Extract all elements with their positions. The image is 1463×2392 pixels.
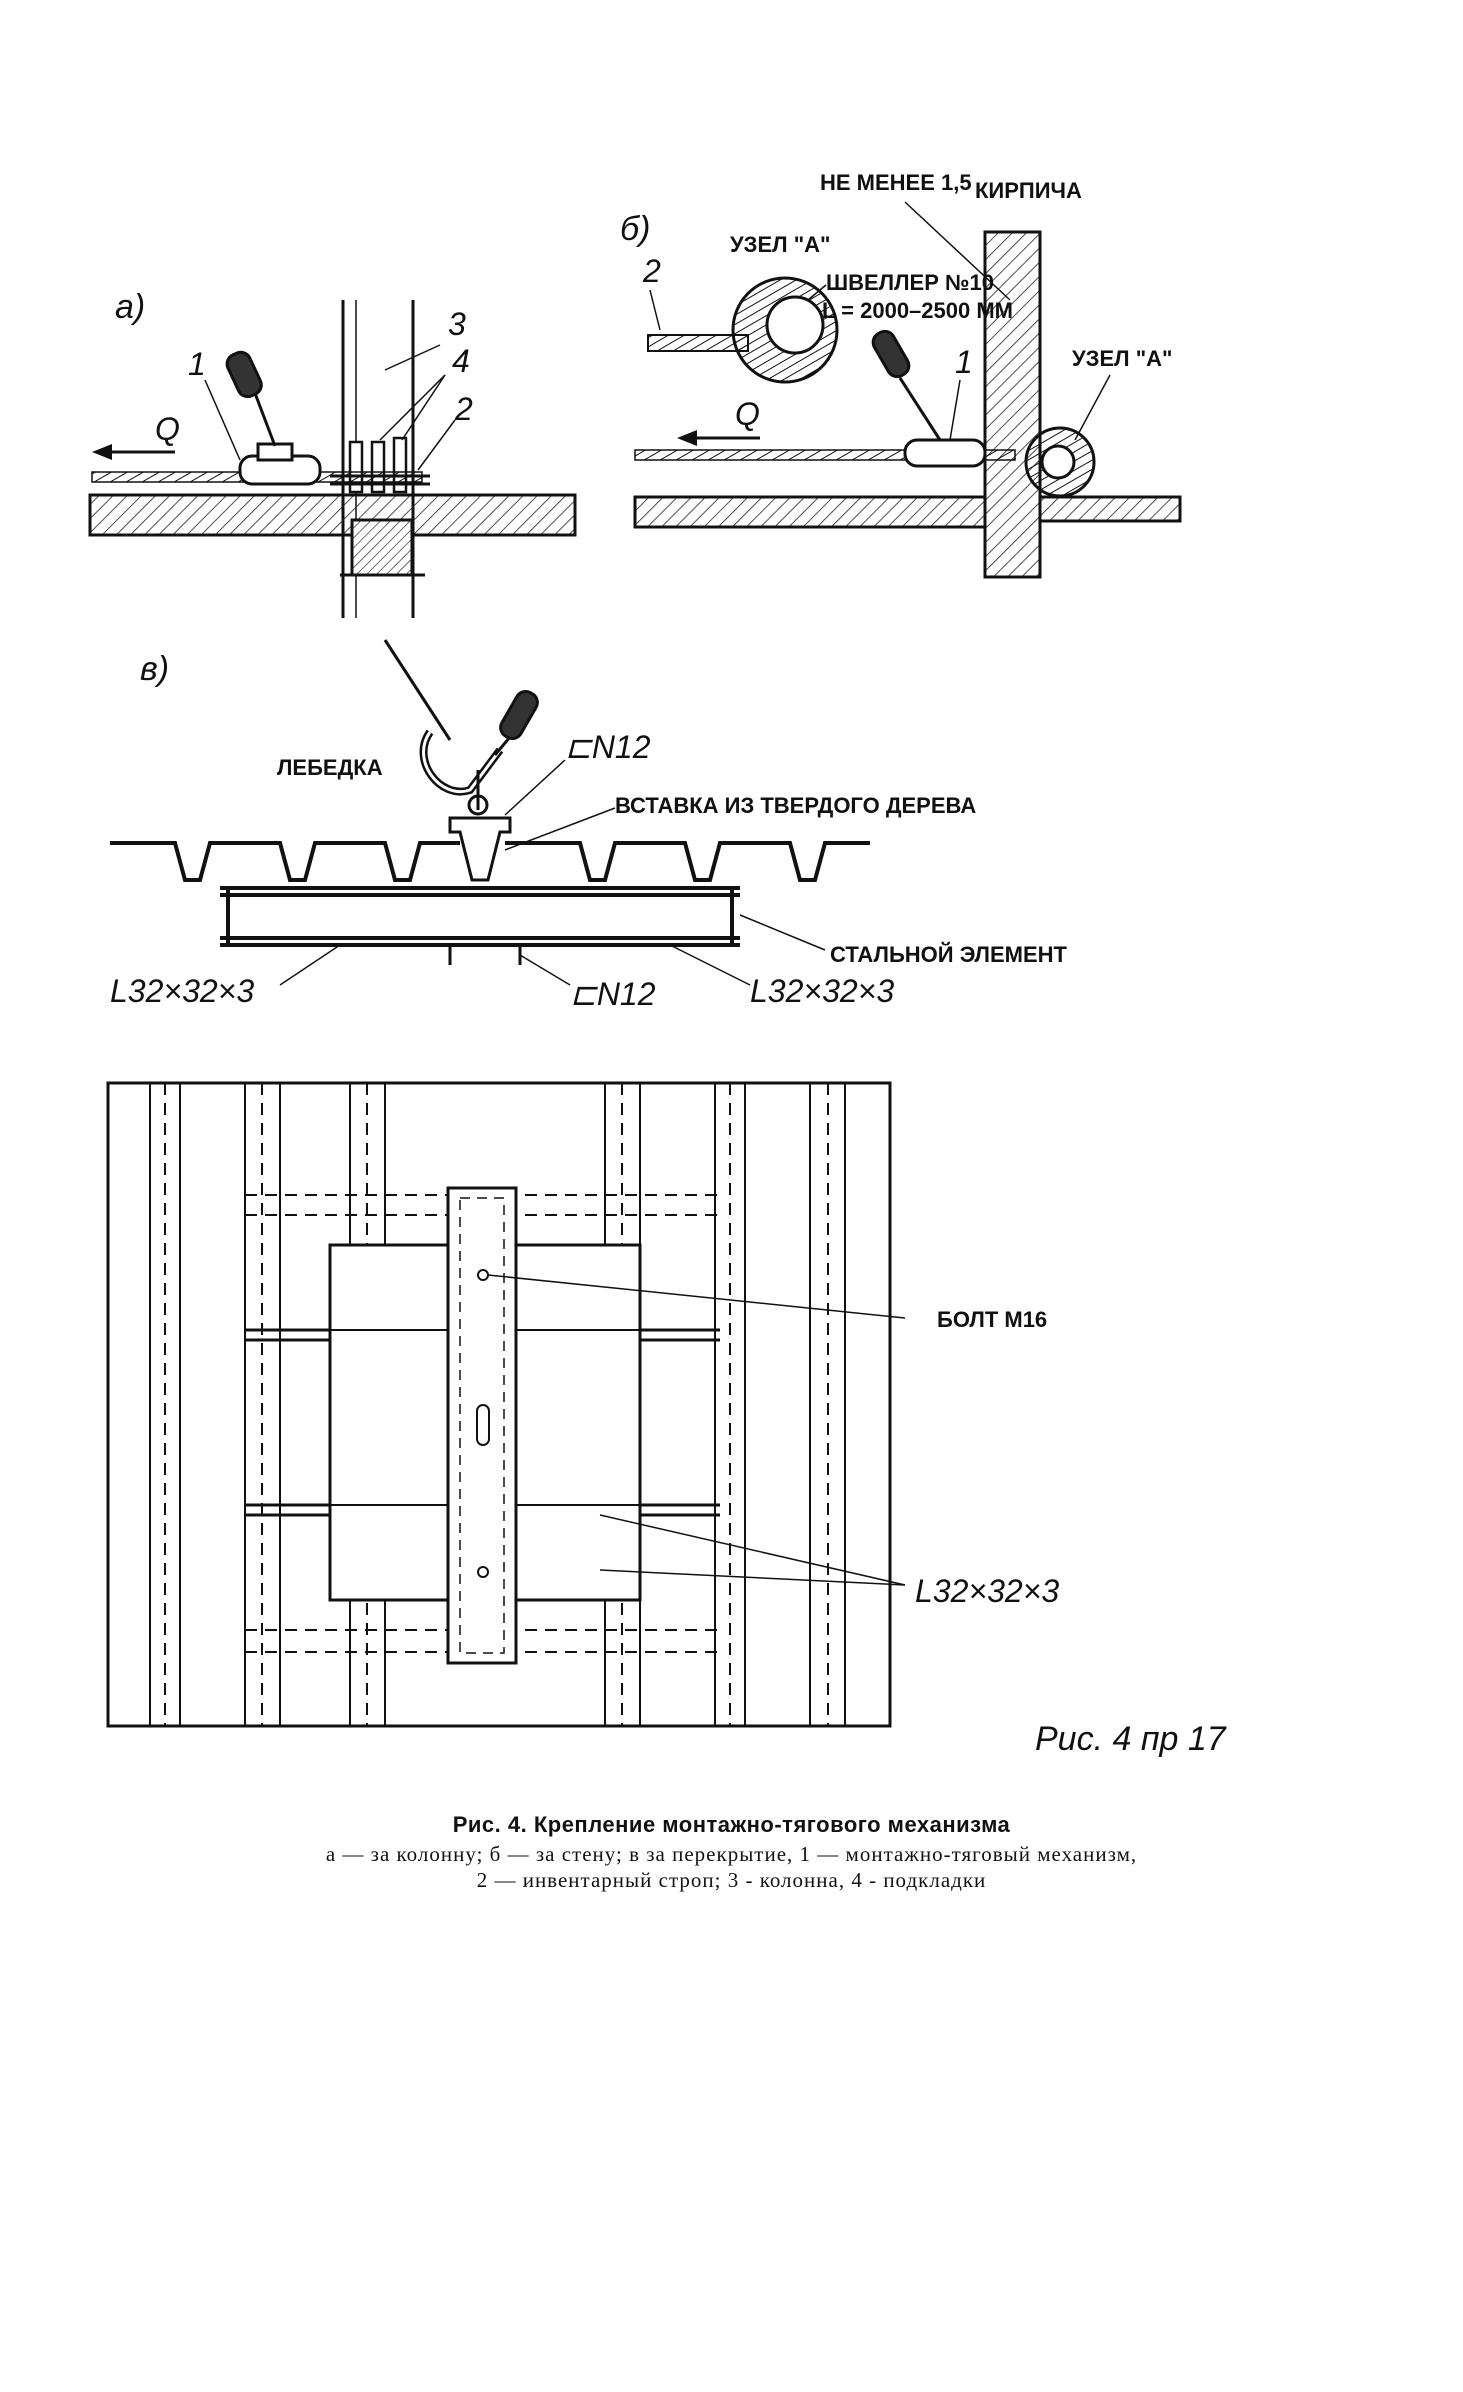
bolt-hole-top [477, 1269, 489, 1281]
label-bolt: БОЛТ М16 [937, 1307, 1047, 1332]
label-angle-left: L32×32×3 [110, 973, 254, 1009]
caption-title: Рис. 4. Крепление монтажно-тягового меха… [452, 1812, 1011, 1837]
panel-a: a) Q 1 [88, 288, 577, 618]
mechanism-a [225, 350, 322, 486]
channel-clamp [448, 816, 512, 882]
panel-b-letter: б) [620, 210, 650, 248]
corrugated-deck [110, 841, 870, 882]
floor-slab-a [88, 493, 577, 537]
label-cn12-top: ⊏N12 [565, 729, 651, 765]
brick-wall [983, 230, 1042, 579]
label-steel-element: СТАЛЬНОЙ ЭЛЕМЕНТ [830, 942, 1068, 967]
force-q-a: Q [155, 411, 180, 447]
label-cn12-bottom: ⊏N12 [570, 976, 656, 1012]
label-brick: КИРПИЧА [975, 178, 1082, 203]
callout-1-b: 1 [955, 344, 973, 380]
callout-2-a: 2 [454, 391, 473, 427]
bolt-hole-bottom [477, 1566, 489, 1578]
callout-2-b: 2 [642, 253, 661, 289]
label-winch: ЛЕБЕДКА [277, 755, 383, 780]
callout-4-a: 4 [452, 343, 470, 379]
force-q-b: Q [735, 396, 760, 432]
plan-view: БОЛТ М16 L32×32×3 [106, 1081, 1059, 1728]
panel-v-letter: в) [140, 650, 169, 688]
label-node-a-wall: УЗЕЛ "А" [1072, 346, 1172, 371]
plan-frame [106, 1081, 892, 1728]
node-a-detail [647, 276, 839, 384]
panel-a-letter: a) [115, 288, 145, 326]
floor-slab-b [633, 495, 987, 529]
label-channel: ШВЕЛЛЕР №10 [826, 270, 994, 295]
figure-reference: Рис. 4 пр 17 [1035, 1720, 1226, 1758]
label-angle-right: L32×32×3 [750, 973, 894, 1009]
panel-v: в) ЛЕБЕДКА ⊏N12 ВСТАВКА ИЗ ТВЕРДОГО ДЕРЕ… [110, 639, 1068, 1012]
mechanism-b [871, 329, 987, 468]
callout-3-a: 3 [448, 306, 466, 342]
label-not-less: НЕ МЕНЕЕ 1,5 [820, 170, 972, 195]
caption-line-1: а — за колонну; б — за стену; в за перек… [325, 1842, 1138, 1866]
caption-line-2: 2 — инвентарный строп; 3 - колонна, 4 - … [476, 1868, 987, 1892]
winch [383, 639, 539, 816]
panel-b: б) НЕ МЕНЕЕ 1,5 КИРПИЧА УЗЕЛ "А" 2 ШВЕЛЛ… [620, 170, 1182, 579]
sling-b [634, 449, 1016, 461]
label-angle-plan: L32×32×3 [915, 1573, 1059, 1609]
label-insert: ВСТАВКА ИЗ ТВЕРДОГО ДЕРЕВА [615, 793, 976, 818]
steel-beam [220, 886, 740, 965]
slot-hole [476, 1404, 490, 1446]
callout-1-a: 1 [188, 346, 206, 382]
label-length: L = 2000–2500 ММ [822, 298, 1013, 323]
label-node-a-detail: УЗЕЛ "А" [730, 232, 830, 257]
